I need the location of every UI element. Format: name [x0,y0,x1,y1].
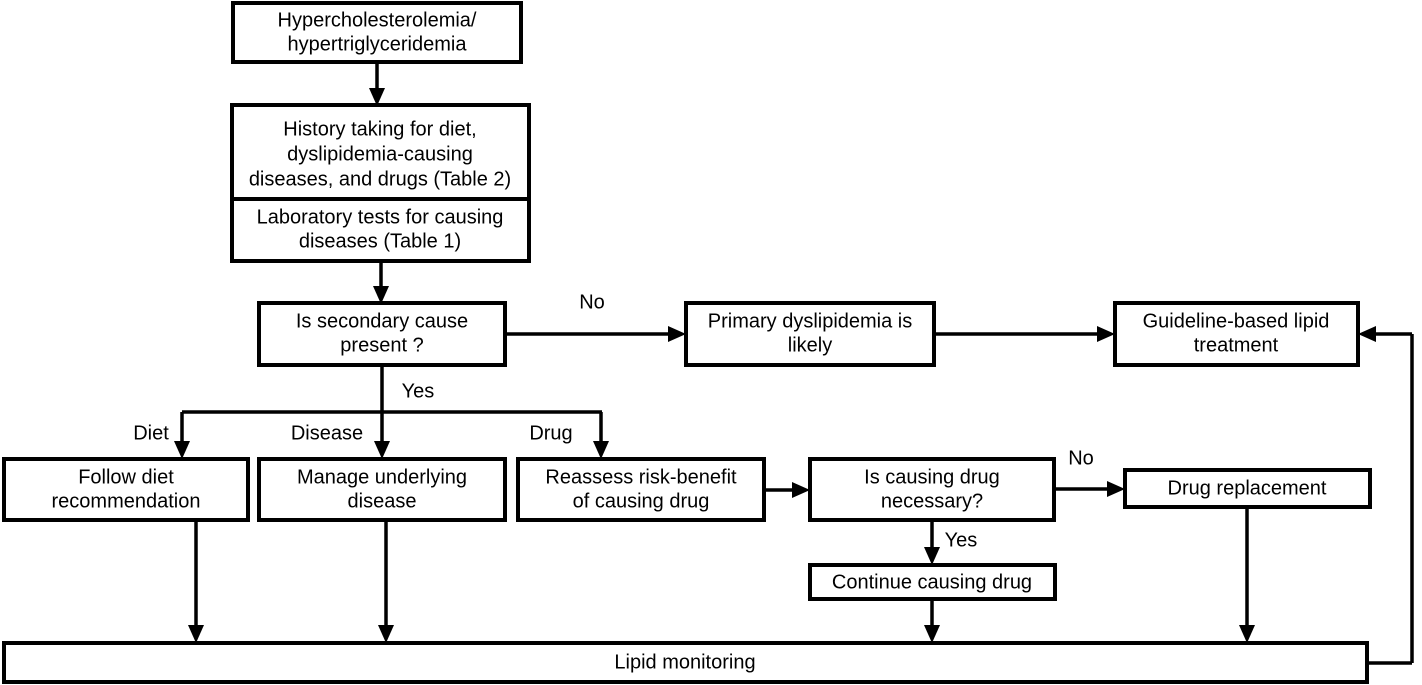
edge-label-yes-continue: Yes [945,529,978,551]
edge-monitoring-feedback-to-guideline [1358,326,1414,665]
node-label-line: diseases (Table 1) [299,230,461,252]
edge-disease-to-monitoring [378,520,394,643]
node-box [230,103,531,201]
node-label-line: necessary? [881,490,983,512]
node-box [2,641,1369,684]
node-label-line: present ? [340,334,423,356]
edge-label-yes-secondary: Yes [402,380,435,402]
node-label-line: diseases, and drugs (Table 2) [249,168,511,190]
arrow-icon [792,482,810,498]
primary-dyslipidemia-node: Primary dyslipidemia is likely [684,301,936,367]
node-label-line: disease [348,490,417,512]
edge-diet-to-monitoring [188,520,204,643]
edge-labtests-to-secondary [373,261,389,304]
laboratory-tests-node: Laboratory tests for causing diseases (T… [230,197,531,263]
node-box [2,457,250,522]
arrow-icon [924,625,940,643]
guideline-based-lipid-treatment-node: Guideline-based lipid treatment [1113,301,1360,367]
arrow-icon [1239,625,1255,643]
arrow-icon [188,625,204,643]
node-label-line: Drug replacement [1168,477,1327,499]
node-label-line: Manage underlying [297,466,467,488]
arrow-icon [593,441,609,459]
arrow-icon [378,625,394,643]
node-box [257,457,507,522]
edge-replacement-to-monitoring [1239,507,1255,643]
arrow-icon [373,286,389,304]
node-label-line: Guideline-based lipid [1143,310,1330,332]
edge-necessary-to-continue [924,520,940,565]
node-label-line: Reassess risk-benefit [545,466,737,488]
node-label-line: likely [788,334,832,356]
node-box [808,563,1057,601]
node-label-line: Is causing drug [864,466,1000,488]
arrow-icon [1107,481,1125,497]
node-label-line: treatment [1194,334,1279,356]
lipid-monitoring-node: Lipid monitoring [2,641,1369,684]
edge-label-drug: Drug [529,422,572,444]
node-label-line: Follow diet [78,466,174,488]
history-taking-node: History taking for diet, dyslipidemia-ca… [230,103,531,201]
edge-secondary-to-primary [505,326,686,342]
edge-label-disease: Disease [291,422,363,444]
edge-primary-to-guideline [934,326,1115,342]
node-label-line: Hypercholesterolemia/ [278,9,477,31]
node-label-line: of causing drug [573,490,710,512]
node-label-line: dyslipidemia-causing [287,143,473,165]
drug-replacement-node: Drug replacement [1123,468,1372,509]
node-label-line: Continue causing drug [832,571,1032,593]
arrow-icon [668,326,686,342]
arrow-icon [1097,326,1115,342]
edge-label-no-primary: No [579,291,605,313]
reassess-risk-benefit-node: Reassess risk-benefit of causing drug [516,457,766,522]
edge-necessary-to-replacement [1054,481,1125,497]
arrow-icon [374,441,390,459]
node-box [808,457,1056,522]
edge-continue-to-monitoring [924,599,940,643]
node-label-line: hypertriglyceridemia [288,33,468,55]
follow-diet-recommendation-node: Follow diet recommendation [2,457,250,522]
node-box [684,301,936,367]
edge-start-to-history [369,62,385,106]
hypercholesterolemia-node: Hypercholesterolemia/ hypertriglyceridem… [231,1,523,64]
is-causing-drug-necessary-node: Is causing drug necessary? [808,457,1056,522]
node-box [1113,301,1360,367]
node-label-line: Lipid monitoring [614,651,755,673]
node-box [230,197,531,263]
node-label-line: Is secondary cause [296,310,468,332]
edge-reassess-to-necessary [764,482,810,498]
node-label-line: History taking for diet, [283,118,476,140]
node-label-line: Laboratory tests for causing [257,206,504,228]
continue-causing-drug-node: Continue causing drug [808,563,1057,601]
arrow-icon [369,88,385,106]
arrow-icon [174,441,190,459]
edge-label-diet: Diet [133,422,169,444]
edge-label-no-replacement: No [1068,447,1094,469]
manage-underlying-disease-node: Manage underlying disease [257,457,507,522]
is-secondary-cause-present-node: Is secondary cause present ? [257,301,507,367]
node-label-line: recommendation [52,490,201,512]
edge-secondary-yes-bus [174,365,609,459]
node-label-line: Primary dyslipidemia is [708,310,913,332]
node-box [516,457,766,522]
arrow-icon [1358,326,1376,342]
arrow-icon [924,547,940,565]
